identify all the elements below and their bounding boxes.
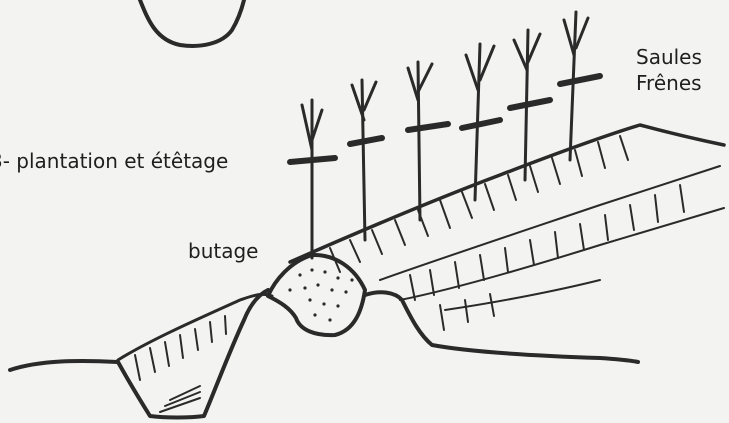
species-label-line-2: Frênes: [636, 70, 702, 96]
step-label: 3- plantation et étêtage: [0, 148, 228, 174]
left-ditch-outline: [10, 290, 268, 418]
butage-dots: [288, 268, 353, 321]
mound-label: butage: [188, 238, 258, 264]
species-label: Saules Frênes: [636, 44, 702, 96]
right-ground-outline: [365, 292, 638, 362]
upper-trench-outline: [140, 0, 244, 46]
tree-6: [560, 12, 600, 160]
butage-mound-outline: [268, 255, 365, 335]
ditch-bottom-hatching: [160, 386, 200, 412]
slope-subsurface-lines: [380, 166, 724, 310]
tree-1: [290, 100, 335, 258]
left-slope-face: [118, 294, 272, 360]
species-label-line-1: Saules: [636, 44, 702, 70]
tree-2: [350, 80, 382, 240]
